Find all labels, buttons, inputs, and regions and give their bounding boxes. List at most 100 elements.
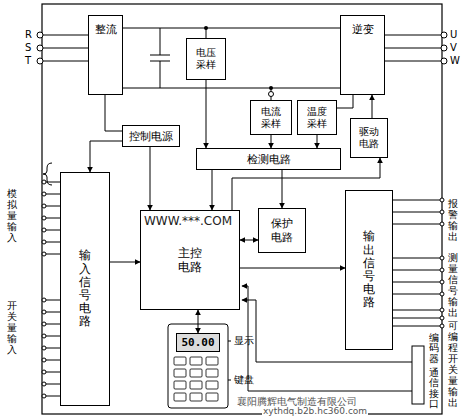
- connector: [337, 95, 353, 108]
- node-label: 整流: [95, 22, 117, 37]
- input-line: [46, 254, 60, 255]
- terminal: [42, 334, 46, 338]
- terminal: [42, 192, 46, 196]
- detect-box: 检测电路: [196, 148, 341, 170]
- terminal: [440, 316, 444, 320]
- node-label: 控制电源: [129, 129, 173, 144]
- keypad-body: [168, 324, 228, 408]
- connector: [198, 310, 199, 333]
- terminal: [440, 280, 444, 284]
- sampling-box: 电压采样: [186, 38, 226, 80]
- driver-box: 驱动电路: [350, 118, 388, 158]
- protect-box: 保护电路: [258, 208, 306, 253]
- input-circuit-box: 输入信号电路: [60, 172, 110, 406]
- signal-name: 编码器: [428, 333, 440, 364]
- rectifier-box: 整流: [88, 15, 123, 95]
- terminal: [440, 222, 444, 226]
- terminal: [42, 346, 46, 350]
- connector: [271, 135, 272, 148]
- connector: [212, 170, 213, 210]
- node-label: 输出信号电路: [363, 230, 375, 309]
- output-line: [393, 258, 440, 259]
- key: [206, 393, 218, 401]
- capacitor-symbol: [150, 28, 170, 88]
- node-label: 电压采样: [196, 47, 216, 71]
- signal-name: 测量信号输出: [448, 252, 458, 318]
- terminal: [37, 45, 43, 51]
- input-line: [46, 312, 60, 313]
- key: [190, 357, 202, 365]
- terminal: [440, 324, 444, 328]
- node-label: 温度采样: [307, 106, 327, 130]
- output-circuit-box: 输出信号电路: [345, 190, 393, 350]
- output-line: [393, 294, 440, 295]
- connector: [317, 135, 318, 148]
- terminal: [440, 198, 444, 202]
- input-line: [46, 384, 60, 385]
- signal-name: 通信接口: [428, 368, 440, 410]
- node-label: 驱动电路: [359, 126, 379, 150]
- input-line: [46, 300, 60, 301]
- interface-box: [412, 346, 424, 404]
- connector: [105, 95, 122, 131]
- key: [174, 369, 186, 377]
- input-line: [46, 206, 60, 207]
- output-line: [393, 270, 440, 271]
- terminal-name: S: [25, 42, 31, 53]
- connector: [206, 80, 207, 148]
- terminal: [441, 45, 447, 51]
- watermark: WWW.***.COM: [143, 214, 233, 228]
- key: [174, 381, 186, 389]
- terminal: [42, 228, 46, 232]
- terminal: [440, 268, 444, 272]
- terminal-name: U: [450, 29, 457, 40]
- key: [190, 381, 202, 389]
- signal-name: 模拟量输入: [7, 188, 17, 243]
- terminal-name: R: [25, 29, 32, 40]
- input-wire: [43, 35, 88, 61]
- node-label: 保护电路: [271, 217, 293, 243]
- terminal: [42, 216, 46, 220]
- key: [206, 357, 218, 365]
- input-line: [46, 336, 60, 337]
- input-line: [46, 230, 60, 231]
- housing-frame: [42, 4, 442, 414]
- input-line: [46, 182, 60, 183]
- connector: [90, 141, 122, 172]
- sampling-box: 温度采样: [297, 100, 337, 135]
- part-name: 显示: [234, 334, 254, 348]
- junction-dot: [269, 86, 273, 90]
- signal-name: 可编程开关量输出: [448, 320, 458, 408]
- node-label: 输入信号电路: [79, 249, 91, 328]
- terminal: [42, 298, 46, 302]
- key: [174, 357, 186, 365]
- terminal: [440, 308, 444, 312]
- output-line: [393, 212, 440, 213]
- watermark: xythdq.b2b.hc360.com: [262, 406, 368, 416]
- node-label: 电流采样: [261, 106, 281, 130]
- display-screen: 50.00: [176, 333, 220, 352]
- terminal: [42, 394, 46, 398]
- part-name: 键盘: [234, 373, 254, 387]
- terminal-name: W: [450, 55, 460, 66]
- node-label: 检测电路: [247, 152, 291, 167]
- input-line: [46, 194, 60, 195]
- terminal-name: T: [25, 55, 31, 66]
- input-line: [46, 360, 60, 361]
- input-line: [46, 372, 60, 373]
- terminal: [42, 322, 46, 326]
- signal-name: 开关量输入: [7, 300, 17, 355]
- connector: [110, 262, 140, 263]
- terminal: [440, 210, 444, 214]
- terminal: [37, 58, 43, 64]
- key: [206, 381, 218, 389]
- terminal: [42, 180, 46, 184]
- output-line: [393, 310, 440, 311]
- terminal: [42, 204, 46, 208]
- output-line: [393, 326, 440, 327]
- keypad-keys: [174, 357, 218, 401]
- terminal: [440, 256, 444, 260]
- connector: [282, 170, 283, 208]
- terminal: [42, 240, 46, 244]
